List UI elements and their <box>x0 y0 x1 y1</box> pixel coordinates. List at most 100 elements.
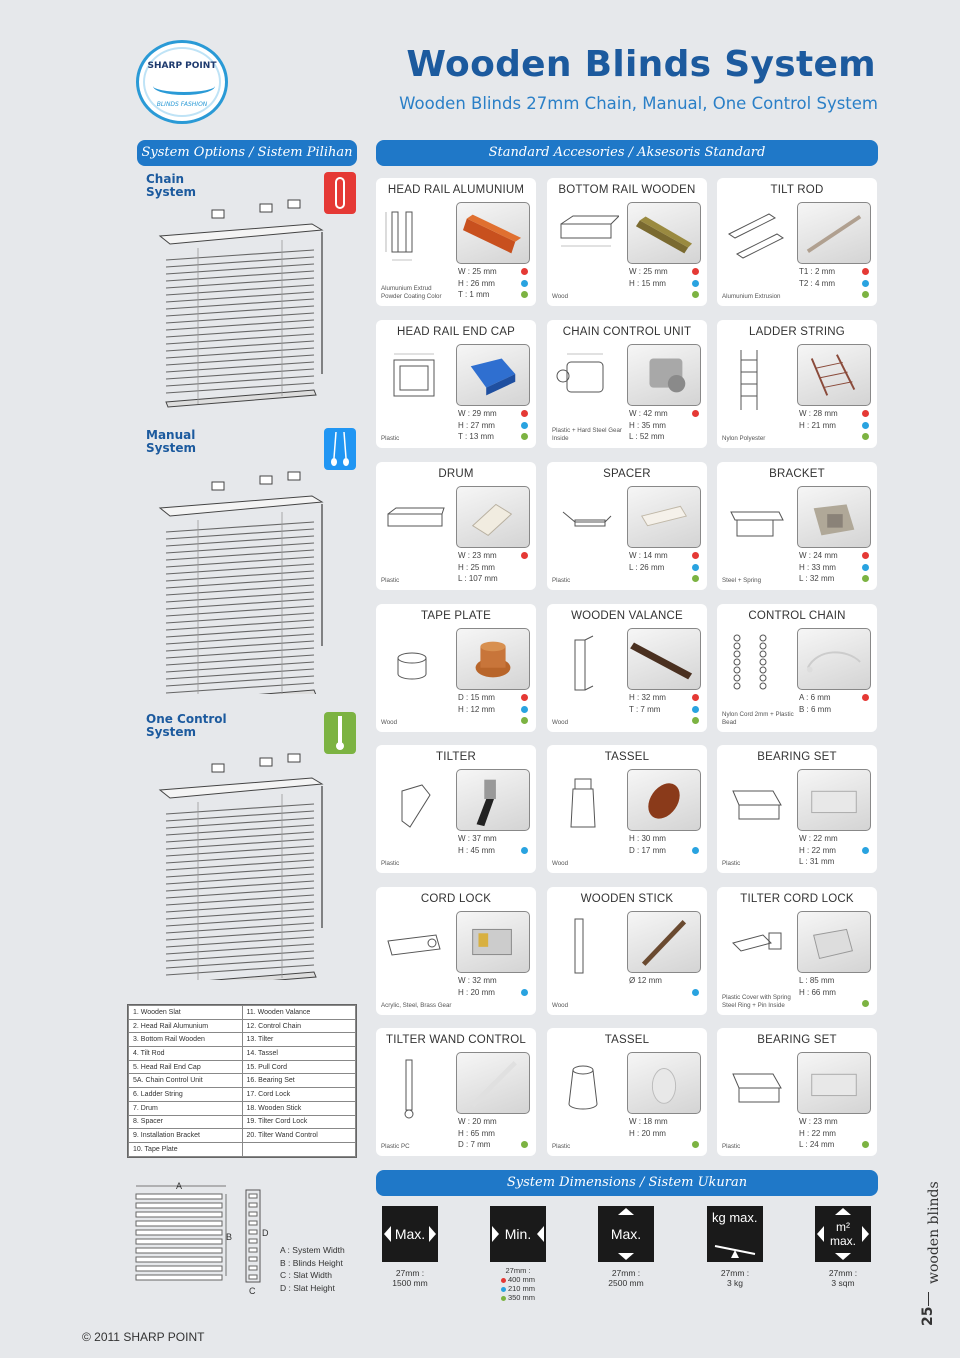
system-color-dots <box>862 268 870 303</box>
one-control-system-icon <box>324 712 356 754</box>
blue-dot-icon <box>521 421 528 429</box>
red-dot-icon <box>500 1277 506 1283</box>
red-dot-icon <box>521 1118 528 1125</box>
blue-dot-icon <box>862 1130 869 1137</box>
green-dot-icon <box>521 291 528 298</box>
blue-dot-icon <box>862 846 869 854</box>
green-dot-icon <box>692 717 699 724</box>
logo-swoosh-icon <box>153 77 215 95</box>
blue-dot-icon <box>862 279 869 287</box>
blue-dot-icon <box>500 1286 506 1292</box>
green-dot-icon <box>862 717 869 724</box>
legend-cell: 17. Cord Lock <box>241 1087 356 1102</box>
accessory-material: Wood <box>552 719 569 726</box>
blue-dot-icon <box>692 422 699 429</box>
green-dot-icon <box>692 1141 699 1148</box>
legend-cell: 3. Bottom Rail Wooden <box>128 1032 243 1048</box>
accessory-name: WOODEN VALANCE <box>571 610 683 622</box>
red-dot-icon <box>862 1118 869 1125</box>
accessory-name: CHAIN CONTROL UNIT <box>562 326 692 338</box>
standard-accessories-bar: Standard Accesories / Aksesoris Standard <box>376 140 878 166</box>
cord-lock-icon <box>456 911 530 973</box>
spacer-icon <box>627 486 701 548</box>
dim-value-width-min: 27mm : 400 mm 210 mm 350 mm <box>478 1266 558 1302</box>
red-dot-icon <box>521 410 528 417</box>
green-dot-icon <box>500 1295 506 1301</box>
system-color-dots <box>862 977 870 1012</box>
legend-cell <box>241 1141 356 1157</box>
red-dot-icon <box>521 268 528 275</box>
accessory-material: Alumunium Extrud Powder Coating Color <box>381 285 442 300</box>
technical-drawing-icon <box>723 346 789 412</box>
blue-dot-icon <box>862 421 869 429</box>
system-color-dots <box>692 552 700 587</box>
system-color-dots <box>521 835 529 870</box>
accessory-material: Wood <box>552 1002 569 1009</box>
accessory-name: TILTER CORD LOCK <box>740 893 854 905</box>
bearing-icon <box>797 1052 871 1114</box>
green-dot-icon <box>862 291 869 298</box>
svg-text:D: D <box>262 1228 269 1238</box>
dim-value-height-max: 27mm :2500 mm <box>608 1268 644 1288</box>
accessory-name: HEAD RAIL ALUMUNIUM <box>387 184 525 196</box>
technical-drawing-icon <box>382 346 448 412</box>
page-subtitle: Wooden Blinds 27mm Chain, Manual, One Co… <box>399 94 878 113</box>
technical-drawing-icon <box>553 488 619 554</box>
red-dot-icon <box>862 552 869 559</box>
technical-drawing-icon <box>382 913 448 979</box>
plastic-tassel-icon <box>627 1052 701 1114</box>
accessory-material: Plastic <box>722 1143 741 1150</box>
technical-drawing-icon <box>382 771 448 837</box>
legend-cell: 1. Wooden Slat <box>128 1005 243 1020</box>
blue-dot-icon <box>521 564 528 571</box>
accessory-name: BOTTOM RAIL WOODEN <box>558 184 696 196</box>
system-color-dots <box>692 1118 700 1153</box>
red-dot-icon <box>862 835 869 842</box>
blue-dot-icon <box>692 563 699 571</box>
area-max-icon: m² max. <box>815 1206 871 1262</box>
legend-cell: 4. Tilt Rod <box>128 1046 243 1061</box>
manual-system-diagram <box>158 471 324 694</box>
green-dot-icon <box>521 575 528 582</box>
wooden-stick-icon <box>627 911 701 973</box>
manual-system-icon <box>324 428 356 470</box>
technical-drawing-icon <box>382 1054 448 1120</box>
chain-system-icon <box>324 172 356 214</box>
accessory-name: BEARING SET <box>757 1034 837 1046</box>
red-dot-icon <box>862 410 869 417</box>
head-rail-icon <box>456 202 530 264</box>
blue-dot-icon <box>862 563 869 571</box>
bearing-icon <box>797 769 871 831</box>
blue-dot-icon <box>862 989 869 996</box>
side-label: wooden blinds 25 <box>920 1181 942 1326</box>
system-color-dots <box>521 694 529 729</box>
legend-cell: 6. Ladder String <box>128 1087 243 1102</box>
width-max-icon: Max. <box>382 1206 438 1262</box>
width-min-icon: Min. <box>490 1206 546 1262</box>
green-dot-icon <box>521 1000 528 1007</box>
accessory-name: TILTER WAND CONTROL <box>386 1034 526 1046</box>
bracket-icon <box>797 486 871 548</box>
technical-drawing-icon <box>723 913 789 979</box>
weight-max-icon: kg max. <box>707 1206 763 1262</box>
system-color-dots <box>521 410 529 445</box>
system-color-dots <box>862 1118 870 1153</box>
red-dot-icon <box>692 552 699 559</box>
end-cap-icon <box>456 344 530 406</box>
accessory-name: TILT ROD <box>770 184 824 196</box>
